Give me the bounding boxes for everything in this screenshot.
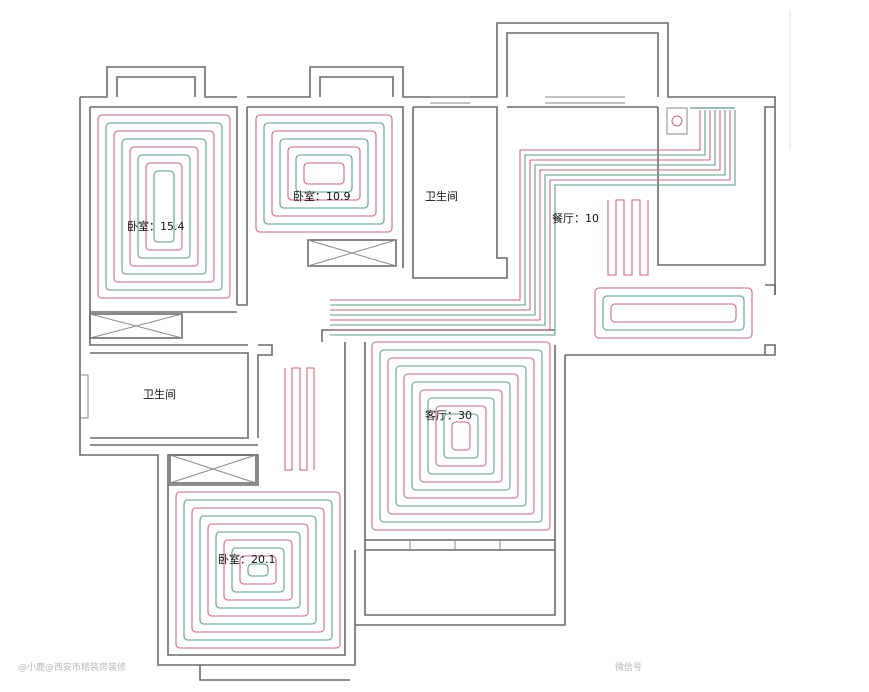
pipe-loop-bedroom-1 [129,146,199,267]
pipe-serpentine-corridor [284,367,315,471]
room-label-dining: 餐厅：10 [552,211,599,225]
pipe-loop-bedroom-1 [153,170,175,243]
pipe-loop-bedroom-3 [175,491,341,649]
storage-boxes [89,239,397,484]
pipe-feeder [330,110,736,336]
pipe-loop-bedroom-3 [191,507,325,633]
pipe-loop-bedroom-3 [199,515,317,625]
pipe-loop-bedroom-2 [255,114,393,233]
room-label-bathroom-1: 卫生间 [425,189,458,203]
pipe-loop-bedroom-2 [295,154,353,193]
pipe-loop-bedroom-1 [145,162,183,251]
pipe-loop-bedroom-2 [263,122,385,225]
room-label-bedroom-2: 卧室：10.9 [293,189,351,203]
pipe-loop-bedroom-3 [215,531,301,609]
windows [80,96,625,550]
pipe-loop-bedroom-3 [247,563,269,577]
pipe-loop-bedroom-1 [121,138,207,275]
pipe-loop-dining-lower [602,295,745,331]
pipe-loop-bedroom-3 [231,547,285,593]
watermark-left: @小鹿@西安市精装房装修 [18,661,126,673]
pipe-loop-dining-lower [594,287,753,339]
pipe-loop-bedroom-1 [137,154,191,259]
pipe-loop-bedroom-1 [105,122,223,291]
pipe-loop-bedroom-1 [113,130,215,283]
walls [79,22,776,681]
pipe-loop-bedroom-3 [223,539,293,601]
pipe-loop-bedroom-2 [271,130,377,217]
pipe-loop-bedroom-2 [279,138,369,209]
pipe-loop-bedroom-1 [97,114,231,299]
watermark-right: 微信号 [615,661,642,673]
room-label-living: 客厅：30 [425,408,472,422]
pipe-feeder [330,110,716,316]
pipe-loop-bedroom-3 [183,499,333,641]
pipe-loop-living [387,357,535,515]
pipe-loop-living [371,341,551,531]
pipe-loop-living [403,373,519,499]
pipe-feeder [330,110,731,331]
room-label-bedroom-1: 卧室：15.4 [127,219,185,233]
pipe-feeder [330,110,721,321]
pipe-serpentine-dining [607,199,649,276]
pipe-feeder [330,110,726,326]
pipe-loop-living [443,413,479,459]
room-label-bathroom-2: 卫生间 [143,387,176,401]
pipe-loop-living [411,381,511,491]
pipe-feeder [330,110,711,311]
pipe-feeder [330,110,706,306]
heating-pipes [97,110,753,649]
pipe-loop-living [451,421,471,451]
pipe-loop-living [395,365,527,507]
pipe-loop-living [435,405,487,467]
room-label-bedroom-3: 卧室：20.1 [218,552,276,566]
pipe-loop-bedroom-2 [287,146,361,201]
pipe-loop-living [427,397,495,475]
pipe-loop-bedroom-2 [303,162,345,185]
pipe-loop-living [419,389,503,483]
pipe-loop-dining-lower [610,303,737,323]
pipe-feeder [330,110,701,301]
pipe-loop-bedroom-3 [207,523,309,617]
manifold [666,107,735,135]
pipe-loop-bedroom-3 [239,555,277,585]
pipe-loop-living [379,349,543,523]
room-labels: 卧室：15.4 卧室：10.9 卫生间 餐厅：10 卫生间 客厅：30 卧室：2… [127,189,599,566]
